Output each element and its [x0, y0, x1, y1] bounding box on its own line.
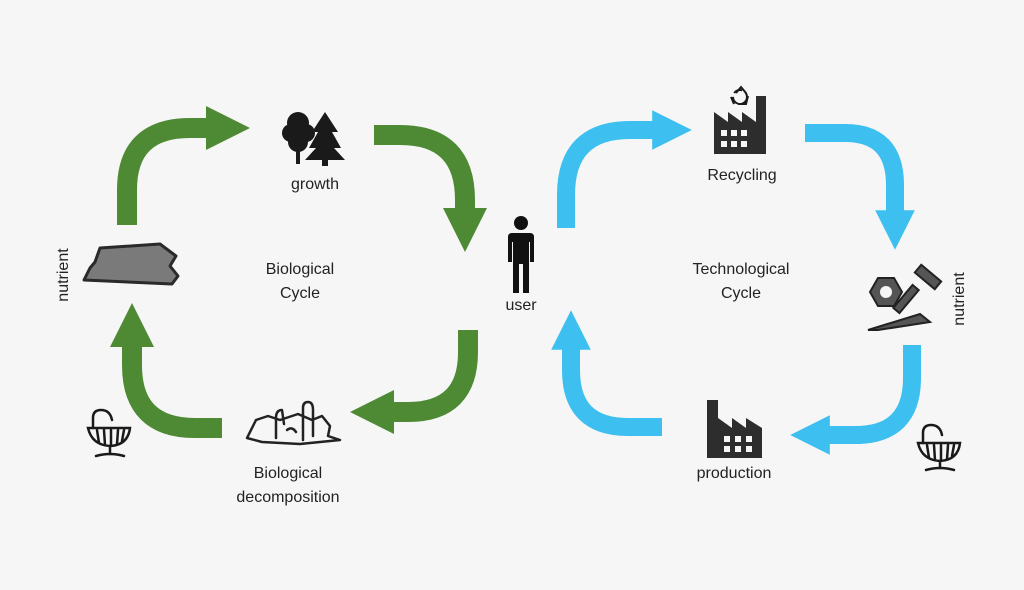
biological-decomposition-label: Biological decomposition: [220, 462, 356, 510]
trees-icon: [282, 112, 345, 166]
user-label: user: [505, 297, 537, 314]
decomposition-line2: decomposition: [236, 489, 340, 506]
production-label: production: [696, 465, 772, 482]
arrow-to-user-tech: [551, 310, 662, 436]
nutrient-label-left: nutrient: [55, 248, 72, 302]
biological-arrows: [109, 105, 488, 438]
cradle-icon-left: [86, 408, 132, 458]
decomposition-icon: [245, 400, 342, 446]
arrow-to-production: [790, 345, 921, 455]
recycling-factory-icon: [714, 85, 766, 154]
arrow-to-user-bio: [374, 125, 488, 253]
arrow-to-recycling: [557, 110, 692, 228]
factory-icon: [707, 400, 762, 458]
person-icon: [508, 216, 534, 293]
technological-cycle-label: Technological Cycle: [676, 258, 806, 306]
nutrient-label-right: nutrient: [951, 272, 968, 326]
decomposition-line1: Biological: [253, 465, 323, 482]
soil-icon: [82, 242, 180, 286]
cradle-icon-right: [916, 423, 962, 472]
arrow-to-nutrient-bio: [109, 302, 222, 438]
arrow-to-decomposition: [349, 330, 478, 435]
technological-arrows: [551, 110, 921, 455]
technological-cycle-line1: Technological: [692, 261, 790, 278]
growth-label: growth: [290, 176, 340, 193]
arrow-to-parts: [805, 124, 915, 250]
arrow-to-growth: [117, 105, 251, 225]
technological-cycle-line2: Cycle: [720, 285, 761, 302]
parts-icon: [867, 263, 943, 331]
biological-cycle-line2: Cycle: [279, 285, 320, 302]
biological-cycle-line1: Biological: [265, 261, 335, 278]
biological-cycle-label: Biological Cycle: [245, 258, 355, 306]
recycling-label: Recycling: [707, 167, 777, 184]
